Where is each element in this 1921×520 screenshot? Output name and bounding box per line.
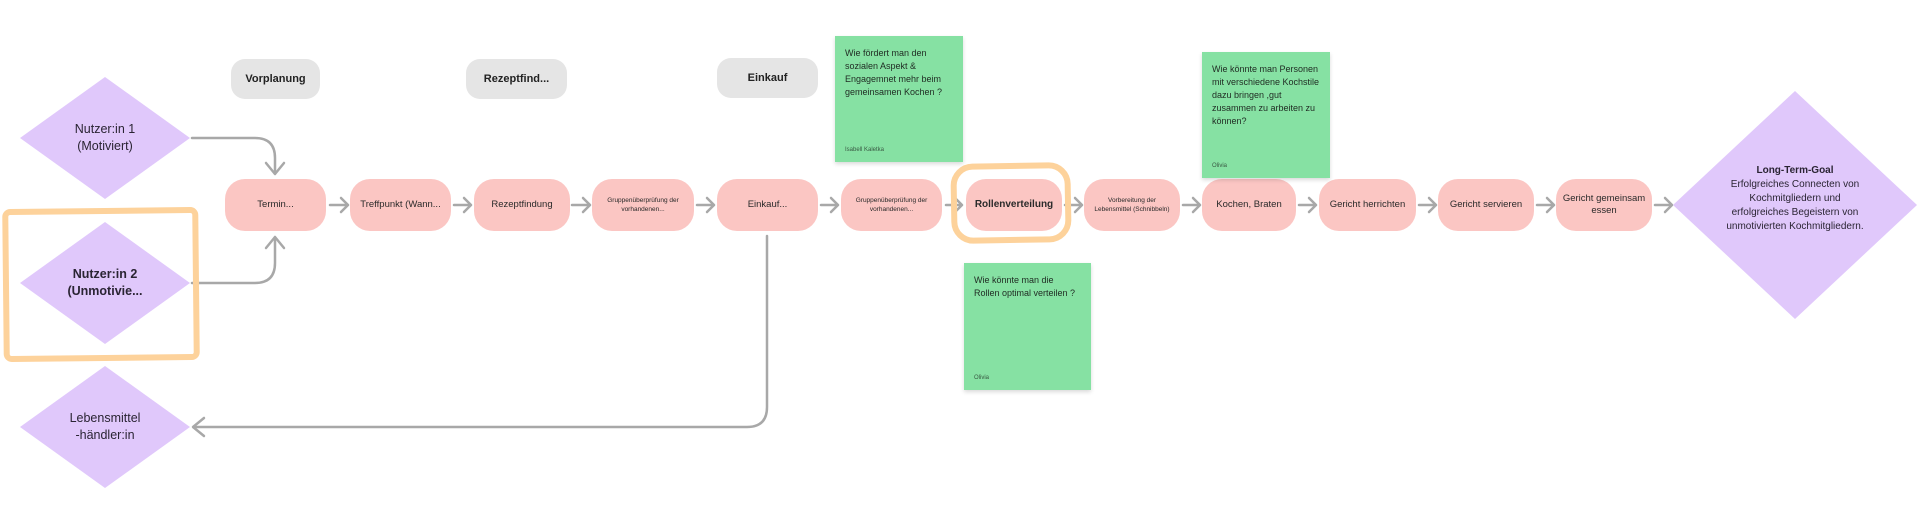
actor-haendler-line1: Lebensmittel: [69, 411, 141, 425]
flow-arrow-8: [1181, 196, 1202, 214]
sticky-author: Isabell Kaletka: [845, 147, 885, 153]
connector-user2-to-termin: [190, 236, 277, 285]
step-gericht-servieren-label: Gericht servieren: [1449, 199, 1523, 210]
highlight-frame-unmotiviert: [2, 206, 200, 363]
sticky-note-rollen[interactable]: Wie könnte man die Rollen optimal vertei…: [964, 263, 1091, 390]
step-kochen-braten-label: Kochen, Braten: [1216, 199, 1282, 210]
step-rollenverteilung[interactable]: Rollenverteilung: [966, 179, 1062, 231]
sticky-text: Wie könnte man Personen mit verschiedene…: [1212, 64, 1320, 126]
step-gruppenueberpruefung-2[interactable]: Gruppenüberprüfung der vorhandenen...: [841, 179, 942, 231]
flow-arrow-10: [1417, 196, 1438, 214]
sticky-note-kochstile[interactable]: Wie könnte man Personen mit verschiedene…: [1202, 52, 1330, 178]
step-einkauf-label: Einkauf...: [747, 199, 788, 210]
flow-arrow-1: [328, 196, 350, 214]
connector-einkauf-to-haendler: [192, 234, 769, 429]
step-gericht-essen[interactable]: Gericht gemeinsam essen: [1556, 179, 1652, 231]
sticky-note-sozialer-aspekt[interactable]: Wie fördert man den sozialen Aspekt & En…: [835, 36, 963, 162]
flow-arrow-9: [1297, 196, 1318, 214]
step-gericht-essen-label: Gericht gemeinsam essen: [1562, 193, 1646, 216]
goal-description: Erfolgreiches Connecten von Kochmitglied…: [1726, 179, 1864, 232]
goal-title: Long-Term-Goal: [1756, 165, 1834, 176]
step-kochen-braten[interactable]: Kochen, Braten: [1202, 179, 1296, 231]
step-rollenverteilung-label: Rollenverteilung: [974, 199, 1054, 210]
step-gruppenueberpruefung-2-label: Gruppenüberprüfung der vorhandenen...: [855, 197, 928, 213]
step-gericht-herrichten[interactable]: Gericht herrichten: [1319, 179, 1416, 231]
actor-label-unmotiviert: Nutzer:in 2 (Unmotivie...: [20, 266, 190, 300]
actor-motiviert-line2: (Motiviert): [77, 139, 133, 153]
step-gericht-servieren[interactable]: Gericht servieren: [1438, 179, 1534, 231]
flow-arrow-3: [570, 196, 592, 214]
step-einkauf[interactable]: Einkauf...: [717, 179, 818, 231]
actor-haendler-line2: -händler:in: [75, 428, 135, 442]
flow-arrow-11: [1535, 196, 1556, 214]
step-treffpunkt-label: Treffpunkt (Wann...: [360, 199, 441, 210]
goal-text-block: Long-Term-Goal Erfolgreiches Connecten v…: [1725, 164, 1865, 234]
flow-arrow-6: [944, 196, 964, 214]
flow-arrow-2: [452, 196, 473, 214]
connector-user1-to-termin: [190, 136, 277, 175]
flow-arrow-5: [819, 196, 840, 214]
sticky-text: Wie fördert man den sozialen Aspekt & En…: [845, 48, 943, 97]
actor-motiviert-line1: Nutzer:in 1: [74, 122, 136, 136]
sticky-author: Olivia: [974, 375, 990, 381]
flow-arrow-7: [1063, 196, 1084, 214]
step-gruppenueberpruefung-1[interactable]: Gruppenüberprüfung der vorhandenen...: [592, 179, 694, 231]
step-termin-label: Termin...: [257, 199, 294, 210]
step-gruppenueberpruefung-1-label: Gruppenüberprüfung der vorhandenen...: [607, 197, 679, 213]
actor-label-motiviert: Nutzer:in 1 (Motiviert): [20, 121, 190, 155]
actor-label-haendler: Lebensmittel -händler:in: [20, 410, 190, 444]
highlight-frame-rollenverteilung: [950, 161, 1072, 245]
phase-einkauf[interactable]: Einkauf: [717, 58, 818, 98]
step-termin[interactable]: Termin...: [225, 179, 326, 231]
sticky-author: Olivia: [1212, 163, 1228, 169]
arrowhead-user1: [264, 161, 286, 176]
actor-unmotiviert-line2: (Unmotivie...: [67, 284, 143, 298]
arrowhead-user2: [264, 235, 286, 250]
step-vorbereitung-label: Vorbereitung der Lebensmittel (Schnibbel…: [1094, 197, 1170, 213]
phase-rezeptfindung[interactable]: Rezeptfind...: [466, 59, 567, 99]
phase-vorplanung[interactable]: Vorplanung: [231, 59, 320, 99]
step-vorbereitung[interactable]: Vorbereitung der Lebensmittel (Schnibbel…: [1084, 179, 1180, 231]
phase-vorplanung-label: Vorplanung: [245, 73, 306, 85]
step-gericht-herrichten-label: Gericht herrichten: [1329, 199, 1406, 210]
phase-rezeptfindung-label: Rezeptfind...: [483, 73, 550, 85]
step-rezeptfindung-label: Rezeptfindung: [491, 199, 553, 210]
flow-arrow-12: [1653, 196, 1674, 214]
sticky-text: Wie könnte man die Rollen optimal vertei…: [974, 275, 1076, 298]
flow-arrow-4: [695, 196, 716, 214]
arrowhead-haendler: [191, 416, 206, 438]
actor-unmotiviert-line1: Nutzer:in 2: [72, 267, 138, 281]
step-rezeptfindung[interactable]: Rezeptfindung: [474, 179, 570, 231]
step-treffpunkt[interactable]: Treffpunkt (Wann...: [350, 179, 451, 231]
phase-einkauf-label: Einkauf: [747, 72, 788, 84]
